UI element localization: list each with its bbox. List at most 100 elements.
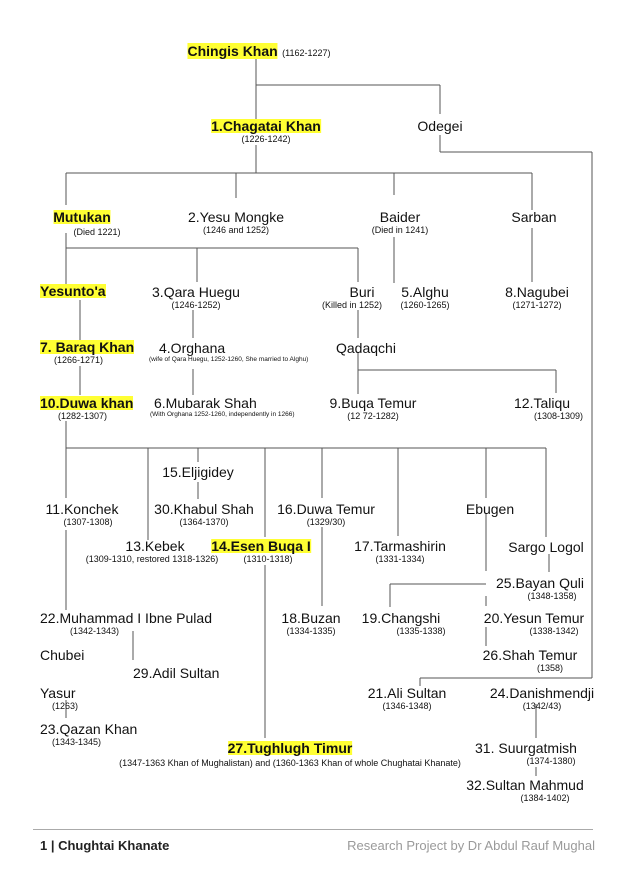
footer-credit: Research Project by Dr Abdul Rauf Mughal — [347, 838, 595, 853]
node-tarmashirin: 17.Tarmashirin (1331-1334) — [354, 539, 446, 564]
person-dates: (1342/43) — [522, 701, 562, 711]
person-dates: (1246-1252) — [171, 300, 221, 310]
person-dates: (1309-1310, restored 1318-1326) — [85, 554, 219, 564]
node-yesu-mongke: 2.Yesu Mongke (1246 and 1252) — [188, 210, 284, 235]
person-dates: (1364-1370) — [179, 517, 229, 527]
node-qara-huegu: 3.Qara Huegu (1246-1252) — [152, 285, 240, 310]
node-esen-buqa: 14.Esen Buqa I (1310-1318) — [211, 539, 311, 564]
node-shah-temur: 26.Shah Temur (1358) — [483, 648, 578, 673]
person-name: Sarban — [511, 209, 557, 225]
node-konchek: 11.Konchek (1307-1308) — [46, 502, 119, 527]
person-dates: (1271-1272) — [512, 300, 562, 310]
person-dates: (1263) — [52, 701, 79, 711]
person-dates: (1307-1308) — [63, 517, 113, 527]
person-dates: (1266-1271) — [54, 355, 104, 365]
person-dates: (1347-1363 Khan of Mughalistan) and (136… — [119, 758, 461, 768]
person-name: 18.Buzan — [281, 610, 341, 626]
node-mubarak-shah: 6.Mubarak Shah (With Orghana 1252-1260, … — [150, 396, 295, 419]
person-name: Yasur — [40, 685, 76, 701]
person-dates: (1335-1338) — [396, 626, 446, 636]
person-name: Sargo Logol — [508, 539, 584, 555]
node-qazan-khan: 23.Qazan Khan (1343-1345) — [40, 722, 137, 747]
person-name: 10.Duwa khan — [40, 395, 134, 411]
person-name: 4.Orghana — [159, 340, 226, 356]
person-name: Mutukan — [53, 209, 111, 225]
person-dates: (1374-1380) — [526, 756, 576, 766]
node-changshi: 19.Changshi (1335-1338) — [356, 610, 446, 636]
node-chubei: Chubei — [40, 648, 84, 662]
node-duwa-temur: 16.Duwa Temur (1329/30) — [277, 502, 375, 527]
person-name: Chingis Khan — [187, 43, 278, 59]
person-name: 21.Ali Sultan — [367, 685, 447, 701]
person-name: 32.Sultan Mahmud — [466, 777, 584, 793]
person-dates: (With Orghana 1252-1260, independently i… — [150, 411, 295, 418]
person-dates: (1384-1402) — [520, 793, 570, 803]
node-buri: Buri (Killed in 1252) — [322, 285, 382, 310]
person-dates: (Killed in 1252) — [321, 300, 383, 310]
person-name: Ebugen — [465, 501, 515, 517]
person-dates: (1348-1358) — [527, 591, 577, 601]
node-yesuntoa: Yesunto'a — [40, 284, 106, 298]
node-yasur: Yasur (1263) — [40, 686, 78, 711]
person-dates: (1346-1348) — [382, 701, 432, 711]
person-dates: (1310-1318) — [243, 554, 293, 564]
node-ali-sultan: 21.Ali Sultan (1346-1348) — [368, 686, 447, 711]
person-dates: (1338-1342) — [529, 626, 579, 636]
person-name: 17.Tarmashirin — [354, 538, 446, 554]
person-name: 16.Duwa Temur — [277, 501, 375, 517]
node-nagubei: 8.Nagubei (1271-1272) — [505, 285, 569, 310]
node-qadaqchi: Qadaqchi — [336, 341, 396, 355]
person-name: 11.Konchek — [45, 501, 119, 517]
person-name: 8.Nagubei — [505, 284, 569, 300]
person-name: 30.Khabul Shah — [154, 501, 254, 517]
node-bayan-quli: 25.Bayan Quli (1348-1358) — [496, 576, 584, 601]
person-name: 31. Suurgatmish — [475, 740, 577, 756]
person-dates: (1331-1334) — [375, 554, 425, 564]
person-name: 19.Changshi — [361, 610, 441, 626]
person-dates: (1334-1335) — [286, 626, 336, 636]
person-dates: (12 72-1282) — [347, 411, 399, 421]
person-name: 14.Esen Buqa I — [211, 538, 311, 554]
person-name: 1.Chagatai Khan — [211, 118, 321, 134]
person-name: Baider — [379, 209, 421, 225]
person-name: 25.Bayan Quli — [496, 575, 584, 591]
person-name: 22.Muhammad I Ibne Pulad — [40, 610, 212, 626]
person-dates: (1260-1265) — [400, 300, 450, 310]
node-buqa-temur: 9.Buqa Temur (12 72-1282) — [330, 396, 417, 421]
node-baider: Baider (Died in 1241) — [372, 210, 429, 235]
person-dates: (Died in 1241) — [371, 225, 429, 235]
node-suurgatmish: 31. Suurgatmish (1374-1380) — [475, 741, 577, 766]
person-name: Yesunto'a — [40, 283, 106, 299]
person-dates: (1282-1307) — [58, 411, 108, 421]
node-duwa-khan: 10.Duwa khan (1282-1307) — [40, 395, 134, 421]
person-name: Odegei — [417, 118, 463, 134]
node-kebek: 13.Kebek (1309-1310, restored 1318-1326) — [86, 539, 219, 564]
person-dates: (wife of Qara Huegu, 1252-1260, She marr… — [149, 356, 309, 363]
person-name: 29.Adil Sultan — [133, 665, 220, 681]
person-dates: (1162-1227) — [282, 48, 331, 58]
person-name: 3.Qara Huegu — [152, 284, 240, 300]
person-name: 26.Shah Temur — [482, 647, 578, 663]
footer-divider — [33, 829, 593, 830]
person-name: 7. Baraq Khan — [40, 339, 135, 355]
node-yesun-temur: 20.Yesun Temur (1338-1342) — [484, 611, 584, 636]
person-name: 20.Yesun Temur — [483, 610, 585, 626]
node-sultan-mahmud: 32.Sultan Mahmud (1384-1402) — [466, 778, 584, 803]
person-dates: (1308-1309) — [534, 411, 584, 421]
person-dates: (1246 and 1252) — [202, 225, 270, 235]
node-khabul-shah: 30.Khabul Shah (1364-1370) — [154, 502, 254, 527]
node-sarban: Sarban — [511, 210, 556, 224]
person-name: 6.Mubarak Shah — [154, 395, 257, 411]
node-chagatai-khan: 1.Chagatai Khan (1226-1242) — [211, 119, 321, 144]
person-name: 27.Tughlugh Timur — [227, 740, 353, 756]
node-odegei: Odegei — [417, 119, 462, 133]
node-sargo-logol: Sargo Logol — [508, 540, 584, 554]
node-ebugen: Ebugen — [466, 502, 514, 516]
node-eljigidey: 15.Eljigidey — [162, 465, 234, 479]
person-name: 2.Yesu Mongke — [188, 209, 284, 225]
person-name: Qadaqchi — [336, 340, 396, 356]
node-adil-sultan: 29.Adil Sultan — [133, 666, 219, 680]
node-tughlugh-timur: 27.Tughlugh Timur (1347-1363 Khan of Mug… — [119, 741, 461, 768]
node-chingis-khan: Chingis Khan (1162-1227) — [187, 43, 331, 60]
